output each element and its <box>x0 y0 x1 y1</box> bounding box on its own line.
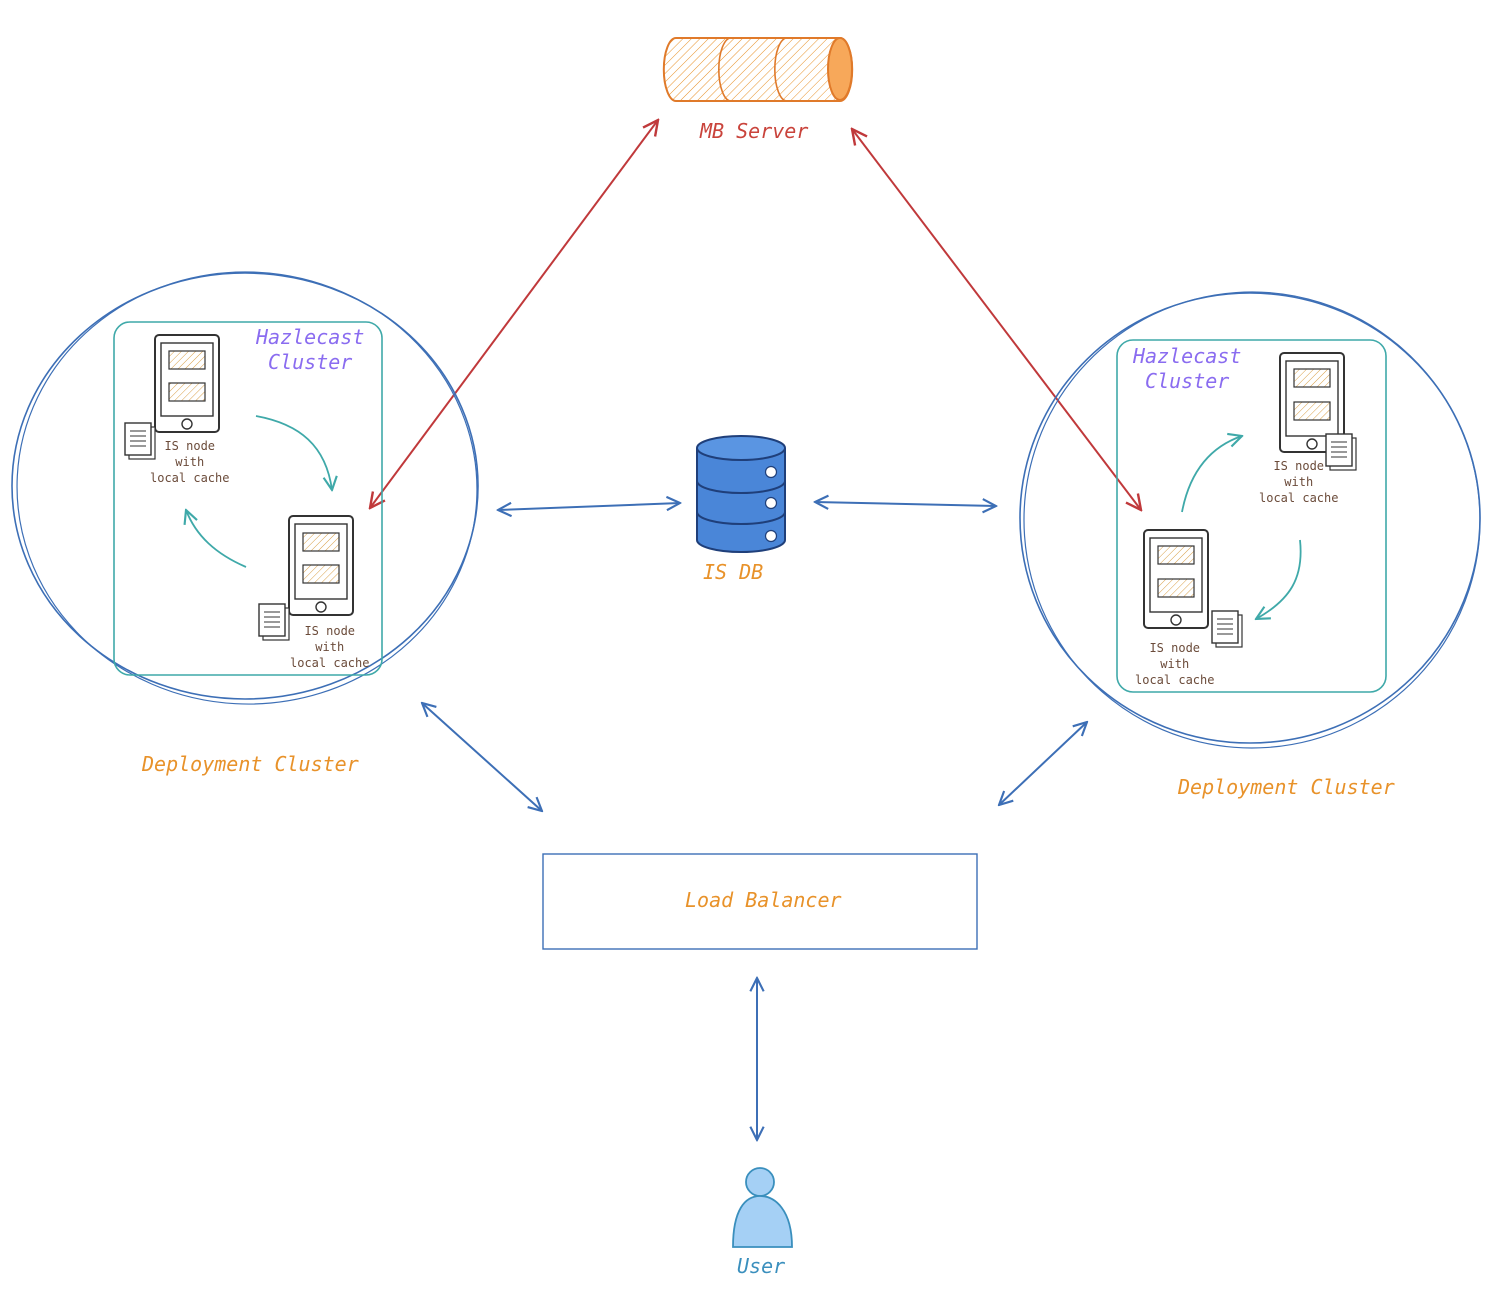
node-label-line: with <box>175 455 205 469</box>
node-label-line: with <box>1160 657 1190 671</box>
right-sync-arrow-up <box>1181 436 1242 513</box>
mb-to-right-cluster-arrow <box>852 129 1141 510</box>
node-label-line: IS node <box>304 624 356 638</box>
left-node-1-document-icon <box>124 422 156 460</box>
node-label-line: IS node <box>164 439 216 453</box>
left-sync-arrow-down <box>255 415 332 490</box>
node-label-line: with <box>1284 475 1314 489</box>
left-cluster-lb-arrow <box>422 703 542 811</box>
right-hazlecast-line1: Hazlecast <box>1133 344 1242 368</box>
left-deployment-cluster-label: Deployment Cluster <box>142 752 359 776</box>
load-balancer-label: Load Balancer <box>685 888 842 912</box>
right-cluster-lb-arrow <box>999 722 1087 805</box>
right-hazlecast-cluster-box <box>1116 339 1387 693</box>
right-hazlecast-label: Hazlecast Cluster <box>1133 344 1241 394</box>
right-hazlecast-line2: Cluster <box>1145 369 1230 393</box>
user-icon <box>732 1167 793 1248</box>
left-hazlecast-line2: Cluster <box>268 350 353 374</box>
node-label-line: local cache <box>150 471 230 485</box>
right-node-1-label: IS node with local cache <box>1259 458 1338 506</box>
is-db-label: IS DB <box>703 560 764 584</box>
mb-server-cylinder-icon <box>662 37 854 102</box>
right-node-1-tablet-icon <box>1279 352 1345 453</box>
right-node-2-tablet-icon <box>1143 529 1209 629</box>
left-deployment-cluster-circle <box>11 271 479 705</box>
left-node-2-document-icon <box>258 603 290 641</box>
is-db-database-icon <box>696 435 786 553</box>
node-label-line: local cache <box>290 656 370 670</box>
left-hazlecast-label: Hazlecast Cluster <box>256 325 364 375</box>
left-cluster-db-arrow <box>498 503 680 510</box>
node-label-line: local cache <box>1135 673 1215 687</box>
right-deployment-cluster-label: Deployment Cluster <box>1178 775 1395 799</box>
left-node-2-tablet-icon <box>288 515 354 616</box>
node-label-line: with <box>315 640 345 654</box>
load-balancer-box <box>542 853 978 950</box>
mb-to-left-cluster-arrow <box>370 120 658 508</box>
left-hazlecast-line1: Hazlecast <box>256 325 365 349</box>
right-deployment-cluster-circle <box>1019 291 1481 749</box>
right-node-2-document-icon <box>1211 610 1243 648</box>
left-sync-arrow-up <box>186 510 247 568</box>
user-label: User <box>737 1254 786 1278</box>
right-sync-arrow-down <box>1256 539 1302 619</box>
right-node-1-document-icon <box>1325 433 1357 471</box>
left-hazlecast-cluster-box <box>113 321 383 676</box>
mb-server-label: MB Server <box>700 119 809 143</box>
left-node-2-label: IS node with local cache <box>290 623 369 671</box>
node-label-line: local cache <box>1259 491 1339 505</box>
left-node-1-label: IS node with local cache <box>150 438 229 486</box>
node-label-line: IS node <box>1273 459 1325 473</box>
db-right-cluster-arrow <box>815 502 996 506</box>
node-label-line: IS node <box>1149 641 1201 655</box>
left-node-1-tablet-icon <box>154 334 220 433</box>
right-node-2-label: IS node with local cache <box>1135 640 1214 688</box>
